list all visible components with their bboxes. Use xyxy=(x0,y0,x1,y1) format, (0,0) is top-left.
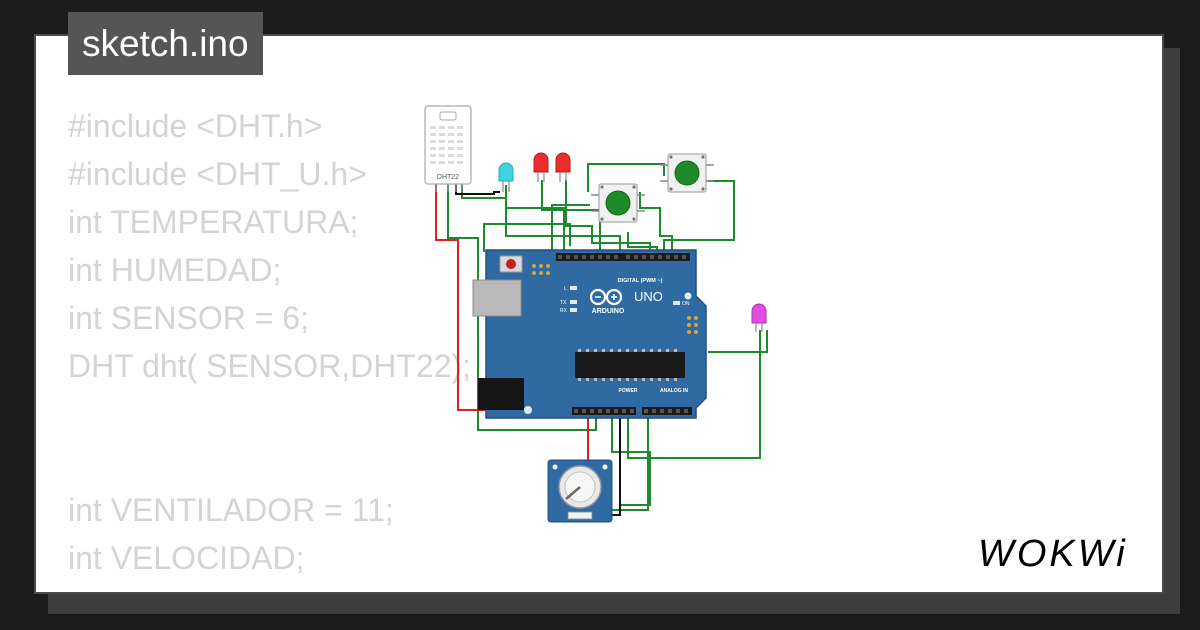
led-red-2[interactable] xyxy=(555,152,571,182)
microcontroller-chip xyxy=(575,352,685,378)
wokwi-logo: WOKWi xyxy=(978,533,1128,575)
code-line: #include <DHT.h> xyxy=(68,108,323,144)
code-listing: #include <DHT.h> #include <DHT_U.h> int … xyxy=(68,102,471,582)
led-magenta[interactable] xyxy=(751,303,767,332)
dht22-sensor[interactable]: DHT22 xyxy=(424,105,472,192)
analog-pin-header xyxy=(642,407,692,415)
code-line: #include <DHT_U.h> xyxy=(68,156,367,192)
board-brand: ARDUINO xyxy=(592,308,625,315)
sensor-label: DHT22 xyxy=(437,174,459,181)
code-line: int SENSOR = 6; xyxy=(68,300,309,336)
wokwi-logo-text: WOKWi xyxy=(978,533,1128,575)
power-header-label: POWER xyxy=(619,388,638,394)
code-line: int VELOCIDAD; xyxy=(68,540,305,576)
arduino-uno-board[interactable]: DIGITAL (PWM ~) L TX RX ON UNO ARDUINO P… xyxy=(472,249,707,419)
analog-header-label: ANALOG IN xyxy=(660,388,688,394)
led-red-1[interactable] xyxy=(533,152,549,182)
push-button-1[interactable] xyxy=(660,153,714,193)
digital-header-label: DIGITAL (PWM ~) xyxy=(618,278,663,284)
push-button-2[interactable] xyxy=(591,183,645,223)
rx-label: RX xyxy=(560,308,568,314)
power-pin-header xyxy=(572,407,636,415)
on-label: ON xyxy=(682,301,690,307)
code-line: int HUMEDAD; xyxy=(68,252,282,288)
board-model: UNO xyxy=(634,289,663,304)
power-jack xyxy=(478,378,524,410)
l-label: L xyxy=(564,286,567,292)
led-cyan[interactable] xyxy=(498,162,514,192)
digital-header xyxy=(556,253,690,261)
code-line: int VENTILADOR = 11; xyxy=(68,492,394,528)
potentiometer[interactable] xyxy=(547,459,613,523)
file-tab[interactable]: sketch.ino xyxy=(68,12,263,75)
arduino-logo-icon xyxy=(589,288,623,306)
usb-port xyxy=(472,279,522,317)
code-line: DHT dht( SENSOR,DHT22); xyxy=(68,348,472,384)
tx-label: TX xyxy=(560,300,567,306)
code-line: int TEMPERATURA; xyxy=(68,204,359,240)
